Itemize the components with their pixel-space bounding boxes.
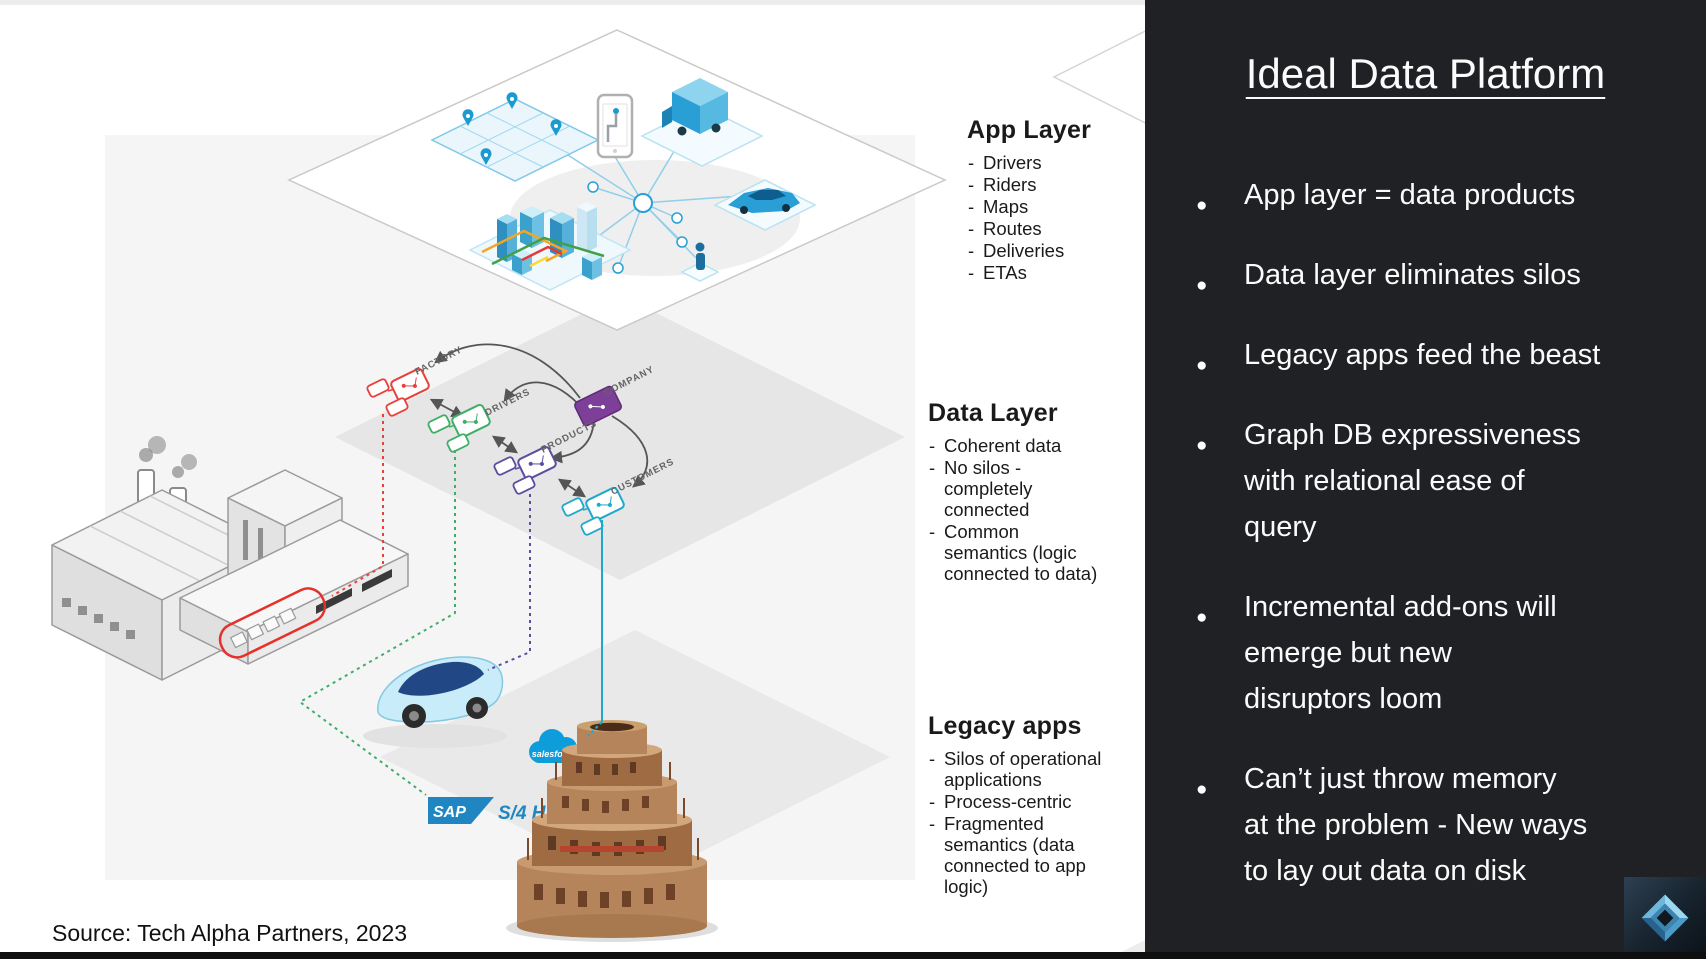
map-pins <box>462 92 562 165</box>
company-node <box>574 385 622 427</box>
note-bullet: Data layer eliminates silos <box>1196 252 1682 309</box>
data-layer-list: Coherent data No silos - completely conn… <box>928 435 1103 584</box>
brand-logo <box>1624 877 1706 959</box>
architecture-illustration: salesforce SAP S/4 HANA <box>51 29 1145 952</box>
app-car-icon <box>713 179 817 231</box>
factory-highlight <box>218 587 327 659</box>
app-plane <box>287 29 947 331</box>
app-layer-title: App Layer <box>967 116 1092 144</box>
data-layer-title: Data Layer <box>928 399 1058 427</box>
app-layer-item: Drivers <box>967 152 1142 173</box>
legacy-apps-list: Silos of operational applications Proces… <box>928 748 1108 897</box>
note-bullet: Can’t just throw memory at the problem -… <box>1196 756 1682 894</box>
bottom-border <box>0 952 1706 959</box>
app-layer-item: Riders <box>967 174 1142 195</box>
person-icon <box>680 242 720 282</box>
source-note: Source: Tech Alpha Partners, 2023 <box>52 920 408 946</box>
cube-logo-icon <box>1641 894 1689 942</box>
data-plane <box>335 295 905 580</box>
top-border <box>0 0 1145 5</box>
data-layer-item: Coherent data <box>928 435 1103 456</box>
legacy-apps-item: Silos of operational applications <box>928 748 1108 790</box>
data-layer-item: No silos - completely connected <box>928 457 1103 520</box>
notes-panel: Ideal Data Platform App layer = data pro… <box>1145 0 1706 959</box>
data-layer-annotation: Data Layer Coherent data No silos - comp… <box>928 399 1103 585</box>
layer-connectors <box>298 414 603 796</box>
app-layer-item: Maps <box>967 196 1142 217</box>
legacy-car <box>363 656 507 748</box>
page-title: Ideal Data Platform <box>1245 50 1606 97</box>
notes-bullet-list: App layer = data products Data layer eli… <box>1145 98 1706 894</box>
tower-of-babel <box>506 720 718 942</box>
app-layer-item: Deliveries <box>967 240 1142 261</box>
graph-edges <box>429 343 649 498</box>
legacy-apps-title: Legacy apps <box>928 712 1082 740</box>
app-layer-item: Routes <box>967 218 1142 239</box>
sap-label: SAP <box>433 804 466 821</box>
app-layer-list: Drivers Riders Maps Routes Deliveries ET… <box>967 152 1142 283</box>
app-layer-annotation: App Layer Drivers Riders Maps Routes Del… <box>967 116 1142 284</box>
diagram-area: salesforce SAP S/4 HANA <box>0 0 1145 959</box>
data-layer-item: Common semantics (logic connected to dat… <box>928 521 1103 584</box>
phone-icon <box>596 93 634 159</box>
salesforce-label: salesforce <box>532 749 577 759</box>
legacy-apps-item: Process-centric <box>928 791 1108 812</box>
truck-icon <box>640 78 764 167</box>
note-bullet: Incremental add-ons will emerge but new … <box>1196 584 1682 722</box>
app-layer-item: ETAs <box>967 262 1142 283</box>
note-bullet: Graph DB expressiveness with relational … <box>1196 412 1682 550</box>
city-block-icon <box>468 202 632 291</box>
factory-illustration <box>51 436 409 681</box>
legacy-apps-item: Fragmented semantics (data connected to … <box>928 813 1108 897</box>
note-bullet: App layer = data products <box>1196 172 1682 229</box>
note-bullet: Legacy apps feed the beast <box>1196 332 1682 389</box>
legacy-apps-annotation: Legacy apps Silos of operational applica… <box>928 712 1108 898</box>
